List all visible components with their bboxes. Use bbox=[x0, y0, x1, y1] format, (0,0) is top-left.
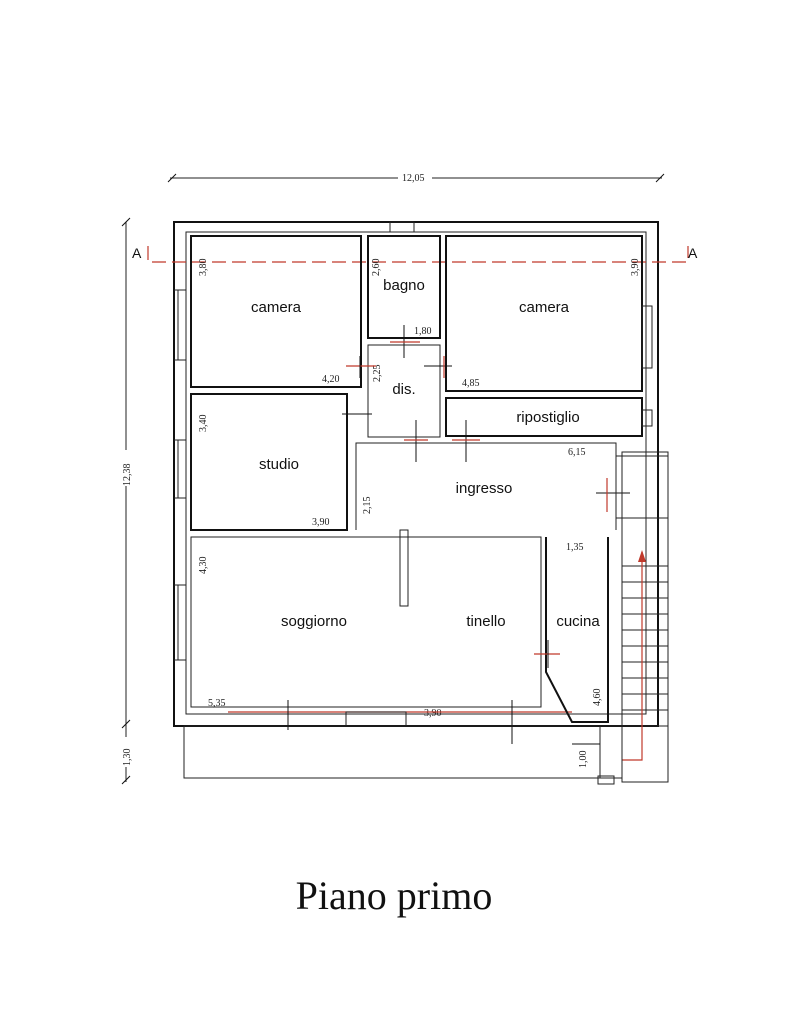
dim-bagno-w: 1,80 bbox=[414, 326, 432, 337]
dim-camera-left-w: 4,20 bbox=[322, 374, 340, 385]
dim-soggiorno-h: 4,30 bbox=[198, 557, 209, 575]
staircase bbox=[621, 451, 669, 783]
room-studio: studio 3,40 3,90 bbox=[190, 393, 348, 531]
room-label-camera-left: camera bbox=[251, 299, 302, 316]
dim-cucina-h: 4,60 bbox=[592, 689, 603, 707]
dim-studio-w: 3,90 bbox=[312, 517, 330, 528]
room-camera-right: camera 3,90 4,85 bbox=[445, 235, 653, 392]
room-ingresso: ingresso 2,15 6,15 bbox=[355, 420, 669, 530]
room-label-studio: studio bbox=[259, 456, 299, 473]
room-ripostiglio: ripostiglio bbox=[445, 397, 653, 437]
dim-camera-right-w: 4,85 bbox=[462, 378, 480, 389]
dim-ingresso-h: 2,15 bbox=[362, 497, 373, 515]
room-label-dis: dis. bbox=[392, 381, 415, 398]
room-cucina: cucina 1,35 4,60 bbox=[534, 537, 609, 723]
dim-bagno-h: 2,60 bbox=[371, 259, 382, 277]
dim-camera-left-h: 3,80 bbox=[198, 259, 209, 277]
dim-step-depth: 1,00 bbox=[578, 751, 589, 769]
room-soggiorno-tinello: soggiorno tinello 4,30 5,35 3,90 bbox=[190, 529, 572, 744]
section-line-a-a: A A bbox=[132, 245, 698, 263]
dim-studio-h: 3,40 bbox=[198, 415, 209, 433]
overall-height-dimension: 12,38 1,30 bbox=[119, 217, 133, 785]
overall-height-label: 12,38 bbox=[122, 464, 133, 487]
room-label-soggiorno: soggiorno bbox=[281, 613, 347, 630]
outer-walls bbox=[173, 221, 659, 727]
dim-cucina-w: 1,35 bbox=[566, 542, 584, 553]
room-label-cucina: cucina bbox=[556, 613, 600, 630]
room-label-bagno: bagno bbox=[383, 277, 425, 294]
room-bagno: bagno 2,60 1,80 bbox=[367, 235, 441, 358]
overall-width-dimension: 12,05 bbox=[167, 171, 665, 184]
stairs-up-arrow-icon bbox=[638, 550, 646, 562]
balcony: 1,00 bbox=[183, 725, 623, 785]
balcony-depth-label: 1,30 bbox=[122, 749, 133, 767]
room-label-tinello: tinello bbox=[466, 613, 505, 630]
room-dis: dis. 2,25 bbox=[342, 344, 452, 438]
room-label-ripostiglio: ripostiglio bbox=[516, 409, 579, 426]
room-camera-left: camera 3,80 4,20 bbox=[190, 235, 362, 388]
dim-dis-h: 2,25 bbox=[372, 365, 383, 383]
plan-title: Piano primo bbox=[295, 873, 493, 918]
section-marker-left: A bbox=[132, 245, 142, 261]
section-marker-right: A bbox=[688, 245, 698, 261]
overall-width-label: 12,05 bbox=[402, 173, 425, 184]
room-label-camera-right: camera bbox=[519, 299, 570, 316]
dim-tinello-w: 3,90 bbox=[424, 708, 442, 719]
room-label-ingresso: ingresso bbox=[456, 480, 513, 497]
dim-camera-right-h: 3,90 bbox=[630, 259, 641, 277]
dim-ingresso-w: 6,15 bbox=[568, 447, 586, 458]
dim-soggiorno-w: 5,35 bbox=[208, 698, 226, 709]
